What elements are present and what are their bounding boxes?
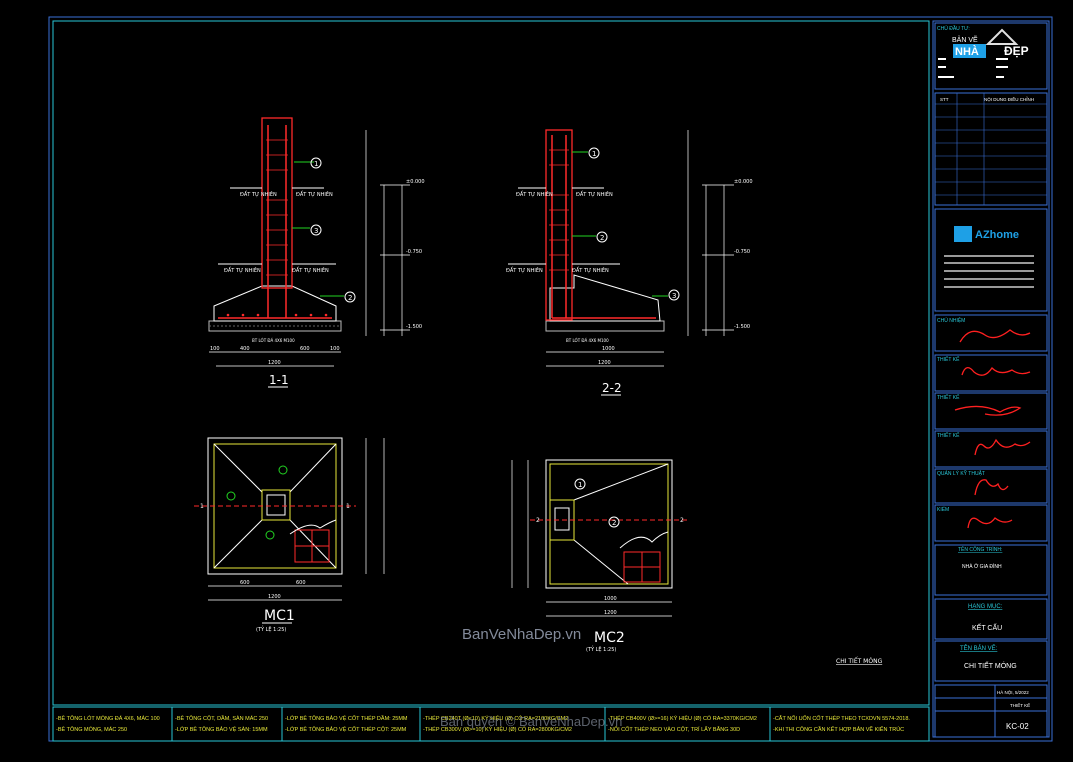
signature-4 (974, 438, 1031, 456)
svg-text:-0.750: -0.750 (734, 249, 750, 255)
svg-text:3: 3 (672, 292, 676, 300)
svg-text:1200: 1200 (268, 360, 281, 366)
svg-text:-THÉP CB240T (Ø<10) KÝ HIỆU (Ø: -THÉP CB240T (Ø<10) KÝ HIỆU (Ø) CÓ RA=21… (423, 714, 568, 722)
signature-5 (974, 479, 1009, 496)
svg-text:1200: 1200 (268, 594, 281, 600)
title-block: CHỦ ĐẦU TƯ: BẢN VẼ NHÀ ĐẸP STT NỘI DUNG … (932, 20, 1050, 738)
drawing-caption: CHI TIẾT MÓNG (836, 657, 883, 665)
svg-text:HÀ NỘI, 5/2022: HÀ NỘI, 5/2022 (997, 689, 1029, 695)
logo: BẢN VẼ NHÀ ĐẸP (952, 28, 1029, 58)
svg-text:THIẾT KẾ: THIẾT KẾ (937, 432, 960, 439)
svg-text:(TỶ LỆ 1:25): (TỶ LỆ 1:25) (586, 645, 616, 653)
section-2-2-title: 2-2 (602, 381, 622, 395)
svg-text:1200: 1200 (604, 610, 617, 616)
svg-text:100: 100 (330, 346, 340, 352)
svg-text:-LỚP BÊ TÔNG BẢO VỆ CỐT THÉP C: -LỚP BÊ TÔNG BẢO VỆ CỐT THÉP CỘT: 25MM (285, 725, 407, 733)
plan-mc2: 2 2 1 2 1000 1200 MC2 (TỶ LỆ 1:25) (511, 459, 688, 653)
svg-text:STT: STT (940, 97, 949, 102)
svg-text:-NỐI CỐT THÉP NEO VÀO CỘT, TRÍ: -NỐI CỐT THÉP NEO VÀO CỘT, TRÍ LẤY BẰNG … (608, 725, 740, 733)
svg-text:-THÉP CB300V (Ø>=10) KÝ HIỆU (: -THÉP CB300V (Ø>=10) KÝ HIỆU (Ø) CÓ RA=2… (423, 725, 572, 733)
svg-text:1000: 1000 (602, 346, 615, 352)
section-1-1-title: 1-1 (269, 373, 289, 387)
svg-text:2: 2 (680, 517, 684, 524)
plan-mc1: 1 1 600 600 1200 MC1 (TỶ LỆ 1:25) (194, 437, 385, 633)
svg-text:THIẾT KẾ: THIẾT KẾ (937, 394, 960, 401)
svg-text:1: 1 (346, 503, 350, 510)
watermark: BanVeNhaDep.vn (462, 626, 581, 643)
svg-text:THIẾT KẾ: THIẾT KẾ (937, 356, 960, 363)
plan-mc1-title: MC1 (264, 608, 295, 624)
svg-text:CHI TIẾT MÓNG: CHI TIẾT MÓNG (964, 660, 1017, 670)
svg-text:-BÊ TÔNG MÓNG, MÁC 250: -BÊ TÔNG MÓNG, MÁC 250 (56, 725, 127, 733)
plan-mc2-title: MC2 (594, 630, 625, 646)
svg-text:1200: 1200 (598, 360, 611, 366)
svg-text:-1.500: -1.500 (734, 324, 750, 330)
svg-text:400: 400 (240, 346, 250, 352)
svg-text:-BÊ TÔNG CỘT, DẦM, SÀN MÁC 250: -BÊ TÔNG CỘT, DẦM, SÀN MÁC 250 (175, 714, 268, 722)
signature-3 (954, 405, 1022, 416)
svg-text:600: 600 (296, 580, 306, 586)
svg-text:2: 2 (348, 294, 352, 302)
svg-text:-CẮT NỐI UỐN CỐT THÉP THEO TCX: -CẮT NỐI UỐN CỐT THÉP THEO TCXDVN 5574-2… (773, 714, 910, 722)
svg-text:NỘI DUNG ĐIỀU CHỈNH: NỘI DUNG ĐIỀU CHỈNH (984, 96, 1034, 102)
signature-1 (959, 329, 1031, 343)
svg-text:AZhome: AZhome (975, 229, 1019, 241)
svg-text:-LỚP BÊ TÔNG BẢO VỆ SÀN: 15MM: -LỚP BÊ TÔNG BẢO VỆ SÀN: 15MM (175, 725, 268, 733)
svg-text:3: 3 (314, 227, 318, 235)
svg-text:CHỦ ĐẦU TƯ:: CHỦ ĐẦU TƯ: (937, 25, 970, 32)
svg-text:2: 2 (536, 517, 540, 524)
svg-text:KIỂM: KIỂM (937, 506, 949, 513)
svg-text:ĐẤT TỰ NHIÊN: ĐẤT TỰ NHIÊN (296, 190, 333, 198)
svg-text:BT LÓT ĐÁ 4X6 M100: BT LÓT ĐÁ 4X6 M100 (252, 338, 295, 343)
svg-text:ĐẤT TỰ NHIÊN: ĐẤT TỰ NHIÊN (292, 266, 329, 274)
svg-text:TÊN BẢN VẼ:: TÊN BẢN VẼ: (960, 644, 998, 652)
svg-text:100: 100 (210, 346, 220, 352)
svg-text:BT LÓT ĐÁ 4X6 M100: BT LÓT ĐÁ 4X6 M100 (566, 338, 609, 343)
sheet-number: KC-02 (1006, 722, 1029, 731)
signature-2 (961, 366, 1031, 376)
svg-text:-KHI THI CÔNG CẦN KẾT HỢP BẢN: -KHI THI CÔNG CẦN KẾT HỢP BẢN VẼ KIẾN TR… (773, 726, 904, 733)
svg-text:-BÊ TÔNG LÓT MÓNG ĐÁ 4X6, MÁC: -BÊ TÔNG LÓT MÓNG ĐÁ 4X6, MÁC 100 (56, 714, 160, 722)
svg-text:1: 1 (578, 481, 582, 489)
svg-text:HẠNG MỤC:: HẠNG MỤC: (968, 604, 1003, 610)
svg-text:ĐẤT TỰ NHIÊN: ĐẤT TỰ NHIÊN (224, 266, 261, 274)
svg-text:BẢN VẼ: BẢN VẼ (952, 35, 978, 44)
svg-text:ĐẤT TỰ NHIÊN: ĐẤT TỰ NHIÊN (516, 190, 553, 198)
svg-text:ĐẤT TỰ NHIÊN: ĐẤT TỰ NHIÊN (506, 266, 543, 274)
svg-text:600: 600 (240, 580, 250, 586)
svg-text:2: 2 (612, 519, 616, 527)
svg-text:QUẢN LÝ KỸ THUẬT: QUẢN LÝ KỸ THUẬT (937, 470, 985, 477)
svg-text:-LỚP BÊ TÔNG BẢO VỆ CỐT THÉP D: -LỚP BÊ TÔNG BẢO VỆ CỐT THÉP DẦM: 25MM (285, 714, 408, 722)
svg-text:KẾT CẤU: KẾT CẤU (972, 622, 1002, 632)
svg-text:600: 600 (300, 346, 310, 352)
svg-text:1: 1 (200, 503, 204, 510)
svg-text:-0.750: -0.750 (406, 249, 422, 255)
svg-text:1000: 1000 (604, 596, 617, 602)
svg-text:ĐẤT TỰ NHIÊN: ĐẤT TỰ NHIÊN (576, 190, 613, 198)
svg-text:ĐẸP: ĐẸP (1004, 44, 1029, 58)
svg-text:THIẾT KẾ: THIẾT KẾ (1010, 702, 1030, 708)
general-notes: -BÊ TÔNG LÓT MÓNG ĐÁ 4X6, MÁC 100 -BÊ TÔ… (56, 707, 910, 741)
svg-text:±0.000: ±0.000 (734, 179, 753, 185)
svg-text:-THÉP CB400V (Ø>=16) KÝ HIỆU (: -THÉP CB400V (Ø>=16) KÝ HIỆU (Ø) CÓ RA=3… (608, 714, 757, 722)
svg-text:(TỶ LỆ 1:25): (TỶ LỆ 1:25) (256, 625, 286, 633)
section-2-2: ĐẤT TỰ NHIÊN ĐẤT TỰ NHIÊN ĐẤT TỰ NHIÊN Đ… (506, 129, 753, 396)
notes-frame (52, 706, 930, 742)
svg-text:ĐẤT TỰ NHIÊN: ĐẤT TỰ NHIÊN (572, 266, 609, 274)
svg-text:TÊN CÔNG TRÌNH:: TÊN CÔNG TRÌNH: (958, 545, 1002, 553)
inner-border (52, 20, 930, 706)
svg-text:NHÀ: NHÀ (955, 45, 979, 58)
svg-text:CHỦ NHIỆM: CHỦ NHIỆM (937, 316, 965, 324)
svg-text:2: 2 (600, 234, 604, 242)
footer-watermark: Bản quyền © BanVeNhaDep.vn (440, 714, 622, 729)
svg-text:-1.500: -1.500 (406, 324, 422, 330)
svg-text:NHÀ Ở GIA ĐÌNH: NHÀ Ở GIA ĐÌNH (962, 563, 1002, 570)
svg-text:±0.000: ±0.000 (406, 179, 425, 185)
section-1-1: ĐẤT TỰ NHIÊN ĐẤT TỰ NHIÊN ĐẤT TỰ NHIÊN Đ… (208, 117, 425, 388)
signature-6 (967, 517, 1013, 529)
svg-text:1: 1 (314, 160, 318, 168)
ground-label: ĐẤT TỰ NHIÊN (240, 190, 277, 198)
svg-text:1: 1 (592, 150, 596, 158)
